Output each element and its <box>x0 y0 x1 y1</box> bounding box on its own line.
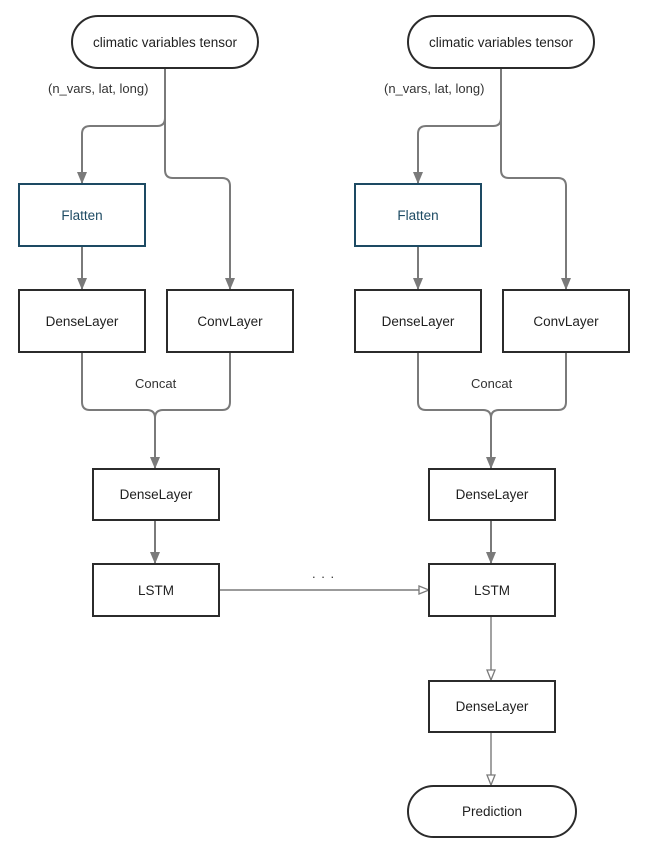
edge-right-input-to-conv <box>500 68 571 290</box>
right-concat-label: Concat <box>471 376 513 391</box>
right-flatten-node: Flatten <box>354 183 482 247</box>
left-input-node: climatic variables tensor <box>71 15 259 69</box>
right-conv-layer-node: ConvLayer <box>502 289 630 353</box>
edge-right-conv-concat <box>486 353 567 469</box>
left-flatten-node: Flatten <box>18 183 146 247</box>
left-shape-label: (n_vars, lat, long) <box>48 81 149 96</box>
right-shape-label: (n_vars, lat, long) <box>384 81 485 96</box>
edge-left-dense-concat <box>81 353 156 419</box>
right-dense-output-node: DenseLayer <box>428 680 556 733</box>
left-concat-label: Concat <box>135 376 177 391</box>
left-conv-layer-node: ConvLayer <box>166 289 294 353</box>
prediction-node: Prediction <box>407 785 577 838</box>
left-dense-layer-node: DenseLayer <box>18 289 146 353</box>
right-dense-layer-2-node: DenseLayer <box>428 468 556 521</box>
edge-left-input-to-conv <box>164 68 235 290</box>
edge-left-conv-concat <box>150 353 231 469</box>
left-lstm-node: LSTM <box>92 563 220 617</box>
right-input-node: climatic variables tensor <box>407 15 595 69</box>
left-dense-layer-2-node: DenseLayer <box>92 468 220 521</box>
edge-right-dense-concat <box>417 353 492 419</box>
ellipsis-label: . . . <box>312 566 336 581</box>
right-lstm-node: LSTM <box>428 563 556 617</box>
right-dense-layer-node: DenseLayer <box>354 289 482 353</box>
